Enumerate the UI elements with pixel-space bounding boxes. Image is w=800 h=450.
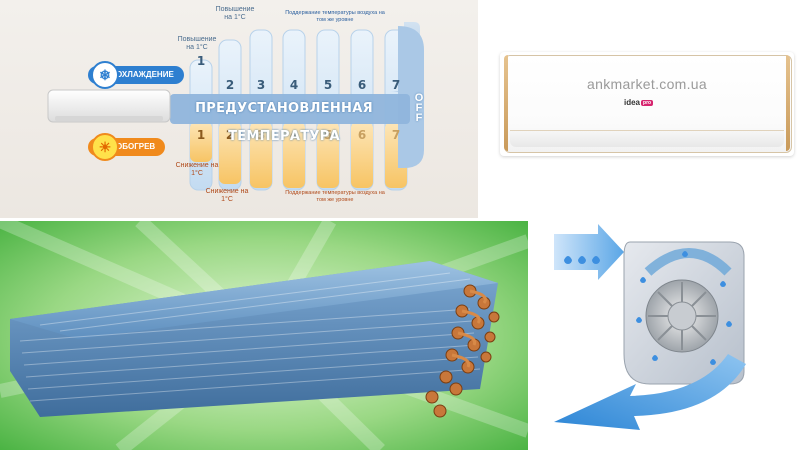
column-number-1: 1 — [196, 54, 206, 68]
column-number-5: 5 — [323, 78, 333, 92]
heat-exchanger-photo — [0, 221, 528, 450]
heating-mode-label: ОБОГРЕВ — [116, 142, 156, 151]
note-lower-2: Снижение на 1°С — [205, 188, 249, 203]
column-4-lower — [283, 122, 305, 188]
note-raise-2: Повышение на 1°С — [215, 6, 255, 21]
snowflake-icon: ❄ — [91, 61, 119, 89]
ac-unit-trim-right — [786, 55, 790, 151]
cooling-mode-pill: ❄ ОХЛАЖДЕНИЕ — [88, 61, 184, 89]
note-raise-1: Повышение на 1°С — [177, 36, 217, 51]
column-number-3: 3 — [256, 78, 266, 92]
ac-unit-illustration — [47, 89, 171, 123]
coil-body — [10, 261, 498, 417]
outlet-arrow — [554, 354, 746, 430]
ac-unit-vent — [55, 116, 163, 121]
sun-icon: ☀ — [91, 133, 119, 161]
column-1-lower — [190, 122, 212, 162]
column-number-1-heat: 1 — [196, 128, 206, 142]
fan-hub — [667, 301, 697, 331]
column-number-3-heat: 3 — [256, 128, 266, 142]
ac-unit-louver — [510, 130, 784, 147]
coil-top-face — [10, 261, 498, 339]
site-watermark: ankmarket.com.ua — [587, 76, 707, 92]
column-number-6-heat: 6 — [357, 128, 367, 142]
ac-unit-trim-left — [504, 55, 508, 151]
preset-temperature-banner: ПРЕДУСТАНОВЛЕННАЯ ТЕМПЕРАТУРА — [195, 101, 373, 144]
evaporator-coil — [644, 248, 732, 276]
column-number-5-heat: 5 — [323, 128, 333, 142]
column-number-7: 7 — [391, 78, 401, 92]
diagram-graphics — [47, 22, 424, 191]
column-5-lower — [317, 122, 339, 188]
column-2-lower — [219, 122, 241, 184]
preset-temp-band — [170, 94, 410, 124]
column-3-lower — [250, 122, 272, 188]
column-number-4-heat: 4 — [289, 128, 299, 142]
copper-u-bends — [451, 289, 487, 368]
column-number-7-heat: 7 — [391, 128, 401, 142]
heating-mode-pill: ☀ ОБОГРЕВ — [88, 133, 166, 161]
note-lower-1: Снижение на 1°С — [175, 162, 219, 177]
inlet-drops — [564, 256, 600, 264]
brand-badge: pro — [641, 99, 654, 106]
off-label: OFF — [413, 92, 425, 122]
column-number-4: 4 — [289, 78, 299, 92]
band-right-end — [398, 26, 424, 168]
column-number-6: 6 — [357, 78, 367, 92]
note-cool-hold: Поддержание температуры воздуха на том ж… — [285, 10, 385, 23]
heat-exchanger-graphic — [0, 221, 528, 450]
sleep-mode-diagram: 1 2 3 4 5 6 7 1 2 3 4 5 6 7 ПРЕДУСТАНОВЛ… — [0, 0, 478, 218]
water-drop-icon — [636, 251, 732, 365]
airflow-graphic — [554, 224, 746, 430]
column-number-2-heat: 2 — [225, 128, 235, 142]
cooling-mode-label: ОХЛАЖДЕНИЕ — [116, 70, 174, 79]
note-heat-hold: Поддержание температуры воздуха на том ж… — [285, 190, 385, 203]
airflow-diagram — [540, 224, 800, 450]
inlet-arrow — [554, 224, 624, 280]
brand-name: idea — [624, 98, 641, 107]
column-6-lower — [351, 122, 373, 188]
coil-fins — [19, 272, 481, 402]
column-number-2: 2 — [225, 78, 235, 92]
